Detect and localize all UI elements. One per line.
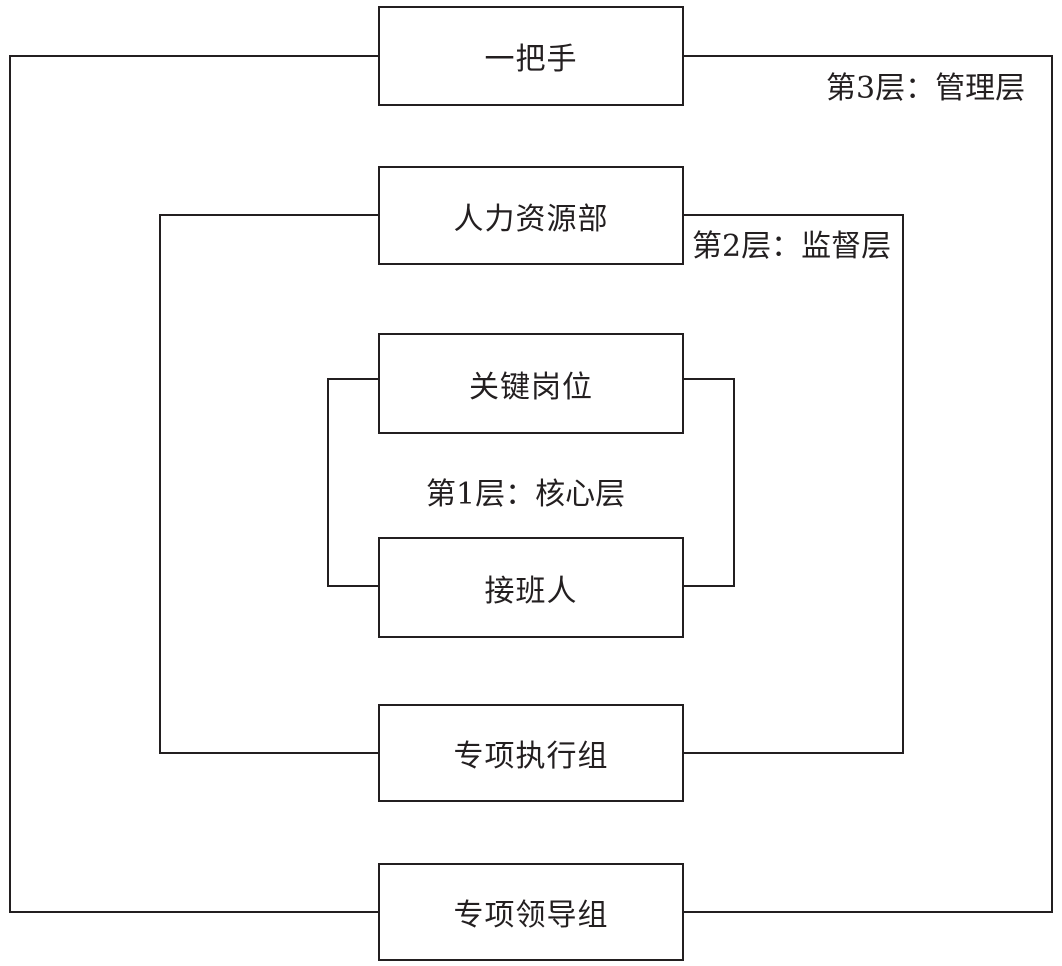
layer2-label: 第2层：监督层 [692, 229, 892, 264]
node-successor: 接班人 [378, 537, 684, 638]
node-leadership-group: 专项领导组 [378, 863, 684, 961]
node-key-position-label: 关键岗位 [469, 369, 593, 405]
node-successor-label: 接班人 [484, 573, 578, 609]
layer1-frame-right [684, 378, 735, 587]
node-top-leader: 一把手 [378, 6, 684, 106]
node-hr-department-label: 人力资源部 [453, 201, 609, 237]
layer1-frame-left [327, 378, 378, 587]
layer2-frame-right [684, 214, 904, 754]
node-key-position: 关键岗位 [378, 333, 684, 434]
layer3-label: 第3层：管理层 [826, 71, 1026, 106]
layer1-label: 第1层：核心层 [426, 477, 626, 512]
layer2-frame-left [159, 214, 378, 754]
node-execution-group: 专项执行组 [378, 704, 684, 802]
layer3-frame-right [684, 55, 1053, 913]
node-leadership-group-label: 专项领导组 [453, 898, 609, 933]
layer3-frame-left [9, 55, 378, 913]
node-execution-group-label: 专项执行组 [453, 739, 609, 774]
node-hr-department: 人力资源部 [378, 166, 684, 265]
node-top-leader-label: 一把手 [484, 42, 578, 77]
